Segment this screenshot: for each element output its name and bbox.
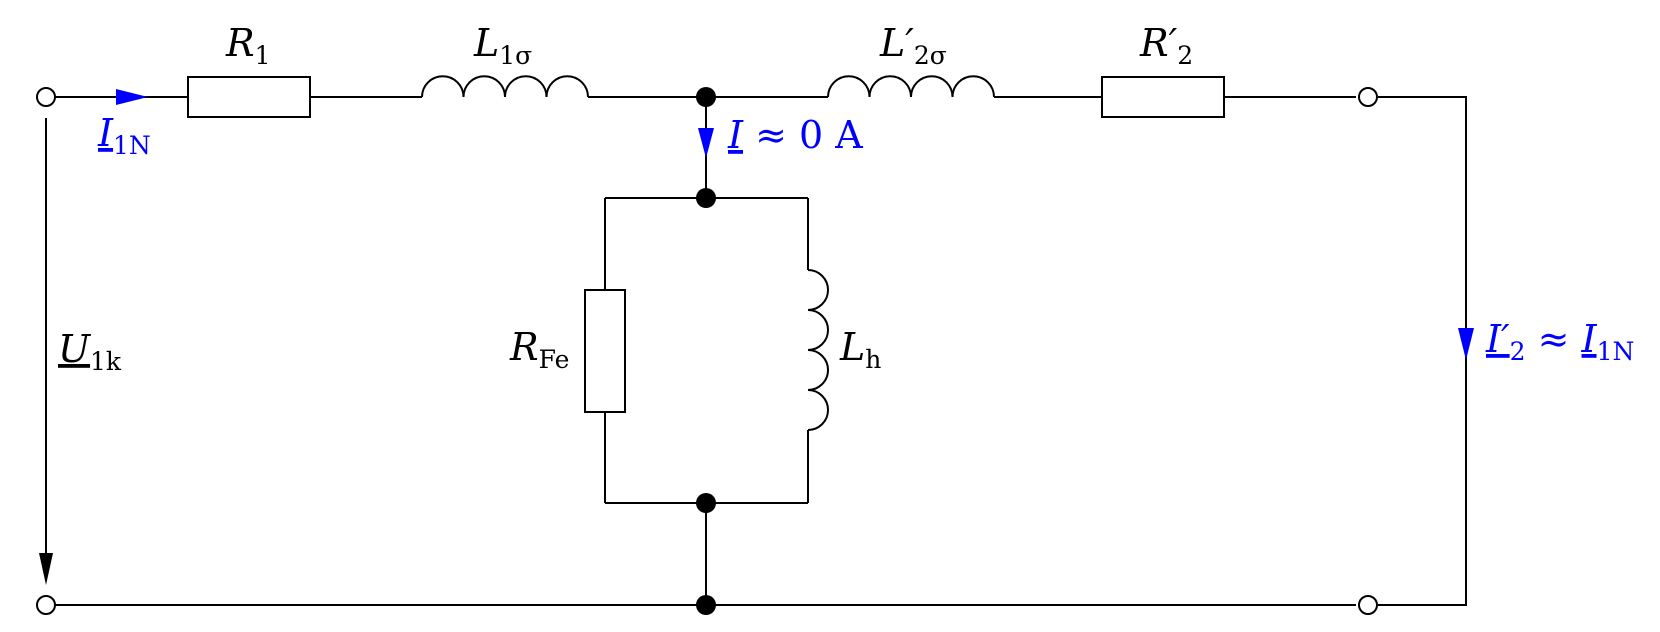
label-i1n: I1N bbox=[97, 111, 151, 160]
label-u1k: U1k bbox=[58, 327, 122, 376]
label-i0: I ≈ 0 A bbox=[727, 113, 863, 157]
label-l2s: L′2σ bbox=[879, 21, 947, 70]
junction-dot bbox=[696, 493, 716, 513]
current-arrow-i0 bbox=[698, 128, 714, 158]
terminal-top-left bbox=[36, 87, 56, 107]
right-wire bbox=[1378, 96, 1467, 606]
resistor-r1 bbox=[187, 76, 311, 118]
terminal-top-right bbox=[1358, 87, 1378, 107]
resistor-r2 bbox=[1101, 76, 1225, 118]
label-lh: Lh bbox=[839, 325, 881, 374]
junction-dot bbox=[696, 595, 716, 615]
label-rfe: RFe bbox=[509, 325, 569, 374]
inductor-lh bbox=[807, 269, 829, 431]
label-l1s: L1σ bbox=[473, 21, 532, 70]
inductor-l2s bbox=[827, 75, 995, 98]
junction-dot bbox=[696, 188, 716, 208]
resistor-rfe bbox=[584, 289, 626, 413]
current-arrow-i1n bbox=[116, 89, 148, 105]
label-r2: R′2 bbox=[1139, 21, 1193, 70]
inductor-l1s bbox=[421, 75, 589, 98]
shunt-wires bbox=[604, 97, 809, 605]
current-arrow-i2 bbox=[1458, 328, 1474, 360]
voltage-arrowhead bbox=[39, 553, 53, 585]
terminal-bottom-left bbox=[36, 595, 56, 615]
junction-dot bbox=[696, 87, 716, 107]
label-i2: I′2 ≈ I1N bbox=[1485, 317, 1634, 366]
label-r1: R1 bbox=[225, 21, 271, 70]
terminal-bottom-right bbox=[1358, 595, 1378, 615]
